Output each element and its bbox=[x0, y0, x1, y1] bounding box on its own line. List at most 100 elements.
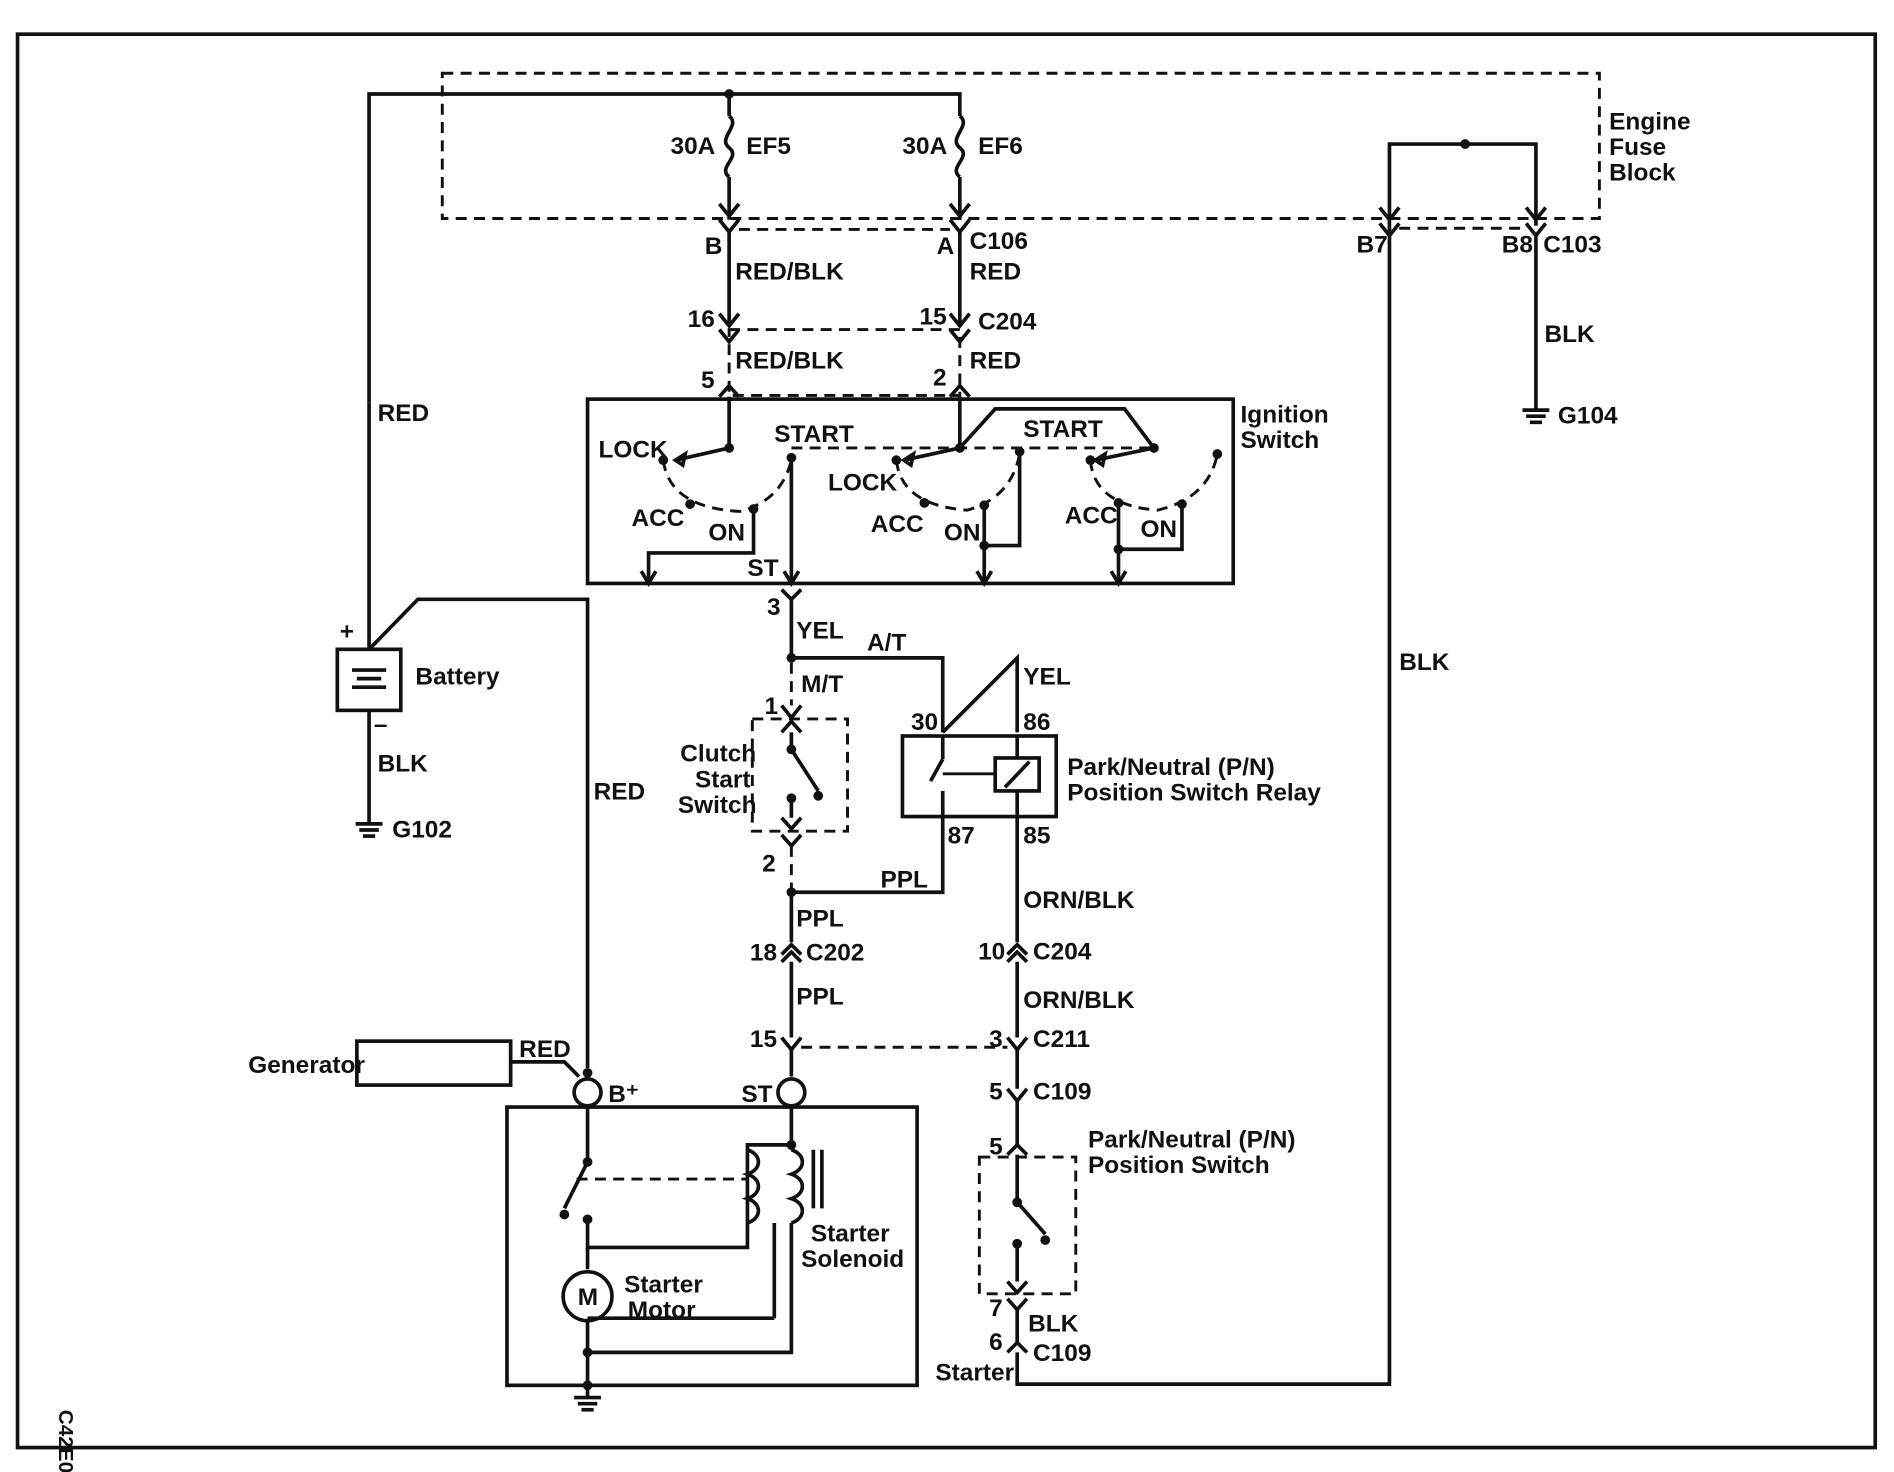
connector-c109-top-label: C109 bbox=[1033, 1079, 1091, 1106]
connector-c204-mid-label: C204 bbox=[1033, 938, 1092, 965]
wire-orn-blk-1: ORN/BLK bbox=[1023, 887, 1135, 914]
fuse-ef6-icon bbox=[954, 114, 966, 179]
battery-label: Battery bbox=[415, 664, 500, 691]
pin-1: 1 bbox=[765, 693, 779, 720]
connector-c202-label: C202 bbox=[806, 940, 864, 967]
terminal-mt: M/T bbox=[801, 671, 843, 698]
generator: Generator RED bbox=[248, 1036, 593, 1087]
relay-pin-30: 30 bbox=[911, 709, 938, 736]
pn-switch-label-1: Park/Neutral (P/N) bbox=[1088, 1126, 1296, 1153]
orn-blk-circuit: 10 C204 ORN/BLK 3 C211 5 C109 5 bbox=[978, 938, 1135, 1160]
ground-g104-label: G104 bbox=[1558, 403, 1618, 430]
wire-blk-c103: BLK bbox=[1544, 321, 1595, 348]
connector-c109-bot-label: C109 bbox=[1033, 1340, 1091, 1367]
connector-c211-label: C211 bbox=[1033, 1026, 1090, 1053]
starter-ground-icon bbox=[574, 1395, 601, 1412]
battery-plus-label: + bbox=[340, 619, 354, 646]
fuse-ef6-name: EF6 bbox=[978, 133, 1023, 160]
pn-position-switch-relay: Park/Neutral (P/N) Position Switch Relay… bbox=[786, 653, 1321, 943]
pin-5b: 5 bbox=[989, 1079, 1003, 1106]
pin-2b: 2 bbox=[762, 850, 776, 877]
ground-g102-icon bbox=[355, 822, 383, 838]
ignition-switch-label-2: Switch bbox=[1241, 427, 1320, 454]
starter-motor-label-1: Starter bbox=[624, 1272, 703, 1299]
wire-red-mid: RED bbox=[594, 778, 646, 805]
pn-relay-label-1: Park/Neutral (P/N) bbox=[1067, 754, 1275, 781]
ppl-circuit: PPL 18 C202 PPL 15 bbox=[750, 892, 1008, 1077]
connector-c106: B A C106 bbox=[705, 202, 1028, 260]
terminal-at: A/T bbox=[867, 630, 906, 657]
relay-pin-85: 85 bbox=[1023, 822, 1050, 849]
clutch-start-switch-label-3: Switch bbox=[678, 792, 757, 819]
engine-fuse-block: Engine Fuse Block 30A EF5 30A EF6 bbox=[367, 71, 1691, 403]
solenoid-coil-1-icon bbox=[741, 1148, 761, 1225]
wire-ppl-1: PPL bbox=[880, 866, 928, 893]
wire-red-2: RED bbox=[970, 348, 1022, 375]
pin-5: 5 bbox=[701, 367, 715, 394]
ign2-on-label: ON bbox=[944, 520, 981, 547]
terminal-st-label: ST bbox=[741, 1081, 772, 1108]
ground-g104-icon bbox=[1522, 408, 1550, 425]
wire-red-blk-2: RED/BLK bbox=[735, 348, 844, 375]
pin-2: 2 bbox=[933, 365, 947, 392]
pn-relay-label-2: Position Switch Relay bbox=[1067, 780, 1321, 807]
clutch-start-switch-label-2: Start bbox=[695, 766, 751, 793]
pin-3b: 3 bbox=[989, 1026, 1003, 1053]
pn-switch-label-2: Position Switch bbox=[1088, 1152, 1270, 1179]
pin-b: B bbox=[705, 233, 723, 260]
wire-ppl-2: PPL bbox=[796, 905, 844, 932]
diagram-id: C42E001A bbox=[54, 1410, 77, 1472]
ign2-start-label: START bbox=[1023, 416, 1103, 443]
pin-7: 7 bbox=[989, 1295, 1003, 1322]
diagram-border bbox=[15, 32, 1878, 1450]
ground-g102-label: G102 bbox=[392, 816, 452, 843]
ignition-switch: Ignition Switch LOCK START ACC ON ST bbox=[585, 396, 1329, 587]
pin-15: 15 bbox=[920, 304, 947, 331]
pin-15b: 15 bbox=[750, 1026, 777, 1053]
engine-fuse-block-label-1: Engine bbox=[1609, 108, 1690, 135]
ign3-on-label: ON bbox=[1140, 516, 1177, 543]
pin-10: 10 bbox=[978, 938, 1005, 965]
starter-assembly: B⁺ ST Starter Solenoid M Starter Motor bbox=[505, 1077, 919, 1412]
wire-blk-battery: BLK bbox=[378, 750, 429, 777]
ign1-start-label: START bbox=[774, 421, 854, 448]
ign1-st-label: ST bbox=[747, 555, 778, 582]
starter-solenoid-label-1: Starter bbox=[811, 1220, 890, 1247]
battery-minus-label: – bbox=[374, 711, 388, 738]
connector-c204-top-label: C204 bbox=[978, 309, 1037, 336]
fuse-ef6-rating: 30A bbox=[902, 133, 947, 160]
pin-3: 3 bbox=[767, 594, 781, 621]
engine-fuse-block-label-3: Block bbox=[1609, 160, 1676, 187]
wire-blk-pn: BLK bbox=[1028, 1311, 1079, 1338]
engine-fuse-block-label-2: Fuse bbox=[1609, 134, 1666, 161]
pin-b7: B7 bbox=[1356, 232, 1387, 259]
relay-pin-86: 86 bbox=[1023, 709, 1050, 736]
starter-motor-label-2: Motor bbox=[628, 1297, 696, 1324]
terminal-st-icon bbox=[776, 1077, 807, 1108]
wire-yel-1: YEL bbox=[796, 617, 844, 644]
pin-b8: B8 bbox=[1502, 232, 1533, 259]
generator-icon bbox=[355, 1039, 513, 1087]
clutch-start-switch-label-1: Clutch bbox=[680, 741, 756, 768]
starter-solenoid-label-2: Solenoid bbox=[801, 1246, 904, 1273]
ign1-lock-label: LOCK bbox=[599, 437, 669, 464]
starter-label: Starter bbox=[935, 1359, 1014, 1386]
wire-red-1: RED bbox=[970, 259, 1022, 286]
ign2-acc-label: ACC bbox=[871, 511, 924, 538]
ignition-switch-label-1: Ignition bbox=[1241, 401, 1329, 428]
wire-red-gen: RED bbox=[519, 1036, 571, 1063]
ign2-lock-label: LOCK bbox=[828, 470, 898, 497]
generator-label: Generator bbox=[248, 1052, 365, 1079]
connector-c106-label: C106 bbox=[970, 228, 1028, 255]
solenoid-coil-2-icon bbox=[785, 1148, 805, 1225]
fuse-ef5-rating: 30A bbox=[671, 133, 716, 160]
start-circuit-wire: 3 YEL A/T M/T bbox=[767, 588, 945, 733]
pin-a: A bbox=[937, 233, 955, 260]
ign3-acc-label: ACC bbox=[1065, 503, 1118, 530]
pin-18: 18 bbox=[750, 940, 777, 967]
motor-symbol: M bbox=[578, 1284, 598, 1311]
ign1-acc-label: ACC bbox=[631, 505, 684, 532]
fuse-ef5-icon bbox=[723, 114, 735, 179]
pin-5c: 5 bbox=[989, 1134, 1003, 1161]
